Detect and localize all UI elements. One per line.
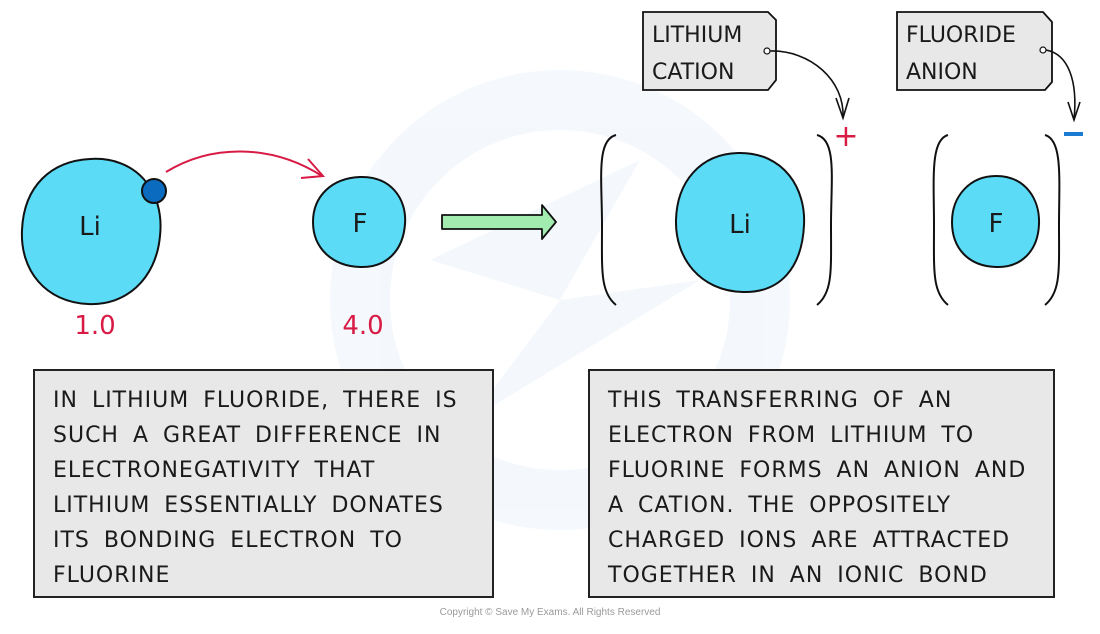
explanation-line: FLUORINE FORMS AN ANION AND (608, 458, 1027, 483)
fluoride-anion-tag: FLUORIDE ANION (896, 11, 1081, 123)
explanation-line: FLUORINE (53, 563, 171, 588)
lithium-electronegativity: 1.0 (74, 311, 115, 341)
explanation-line: CHARGED IONS ARE ATTRACTED (608, 528, 1011, 553)
reaction-arrow (441, 204, 557, 240)
bonding-electron (141, 178, 167, 204)
fluorine-symbol: F (353, 209, 368, 239)
explanation-line: ELECTRONEGATIVITY THAT (53, 458, 376, 483)
fluoride-ion: F (932, 134, 1061, 306)
lithium-atom: Li (20, 157, 162, 306)
explanation-line: LITHIUM ESSENTIALLY DONATES (53, 493, 444, 518)
negative-charge (1064, 132, 1083, 136)
electron-transfer-arrow (165, 150, 326, 179)
positive-charge: + (833, 119, 858, 154)
explanation-line: IN LITHIUM FLUORIDE, THERE IS (53, 388, 458, 413)
explanation-line: TOGETHER IN AN IONIC BOND (608, 563, 988, 588)
svg-text:ANION: ANION (906, 60, 978, 85)
svg-text:CATION: CATION (652, 60, 734, 85)
explanation-line: THIS TRANSFERRING OF AN (608, 388, 953, 413)
watermark-logo (330, 70, 790, 530)
explanation-line: SUCH A GREAT DIFFERENCE IN (53, 423, 442, 448)
explanation-line: ITS BONDING ELECTRON TO (53, 528, 403, 553)
fluoride-ion-symbol: F (989, 209, 1004, 239)
lithium-ion: Li (600, 134, 833, 306)
lithium-symbol: Li (79, 212, 101, 242)
fluorine-electronegativity: 4.0 (342, 311, 383, 341)
explanation-box-left: IN LITHIUM FLUORIDE, THERE IS SUCH A GRE… (33, 369, 494, 598)
fluorine-atom: F (311, 175, 407, 269)
copyright-notice: Copyright © Save My Exams. All Rights Re… (439, 607, 661, 618)
explanation-line: A CATION. THE OPPOSITELY (608, 493, 952, 518)
lithium-cation-tag: LITHIUM CATION (642, 11, 850, 121)
svg-text:LITHIUM: LITHIUM (652, 23, 742, 48)
svg-text:FLUORIDE: FLUORIDE (906, 23, 1016, 48)
explanation-line: ELECTRON FROM LITHIUM TO (608, 423, 975, 448)
lithium-ion-symbol: Li (729, 210, 751, 240)
explanation-box-right: THIS TRANSFERRING OF AN ELECTRON FROM LI… (588, 369, 1055, 598)
